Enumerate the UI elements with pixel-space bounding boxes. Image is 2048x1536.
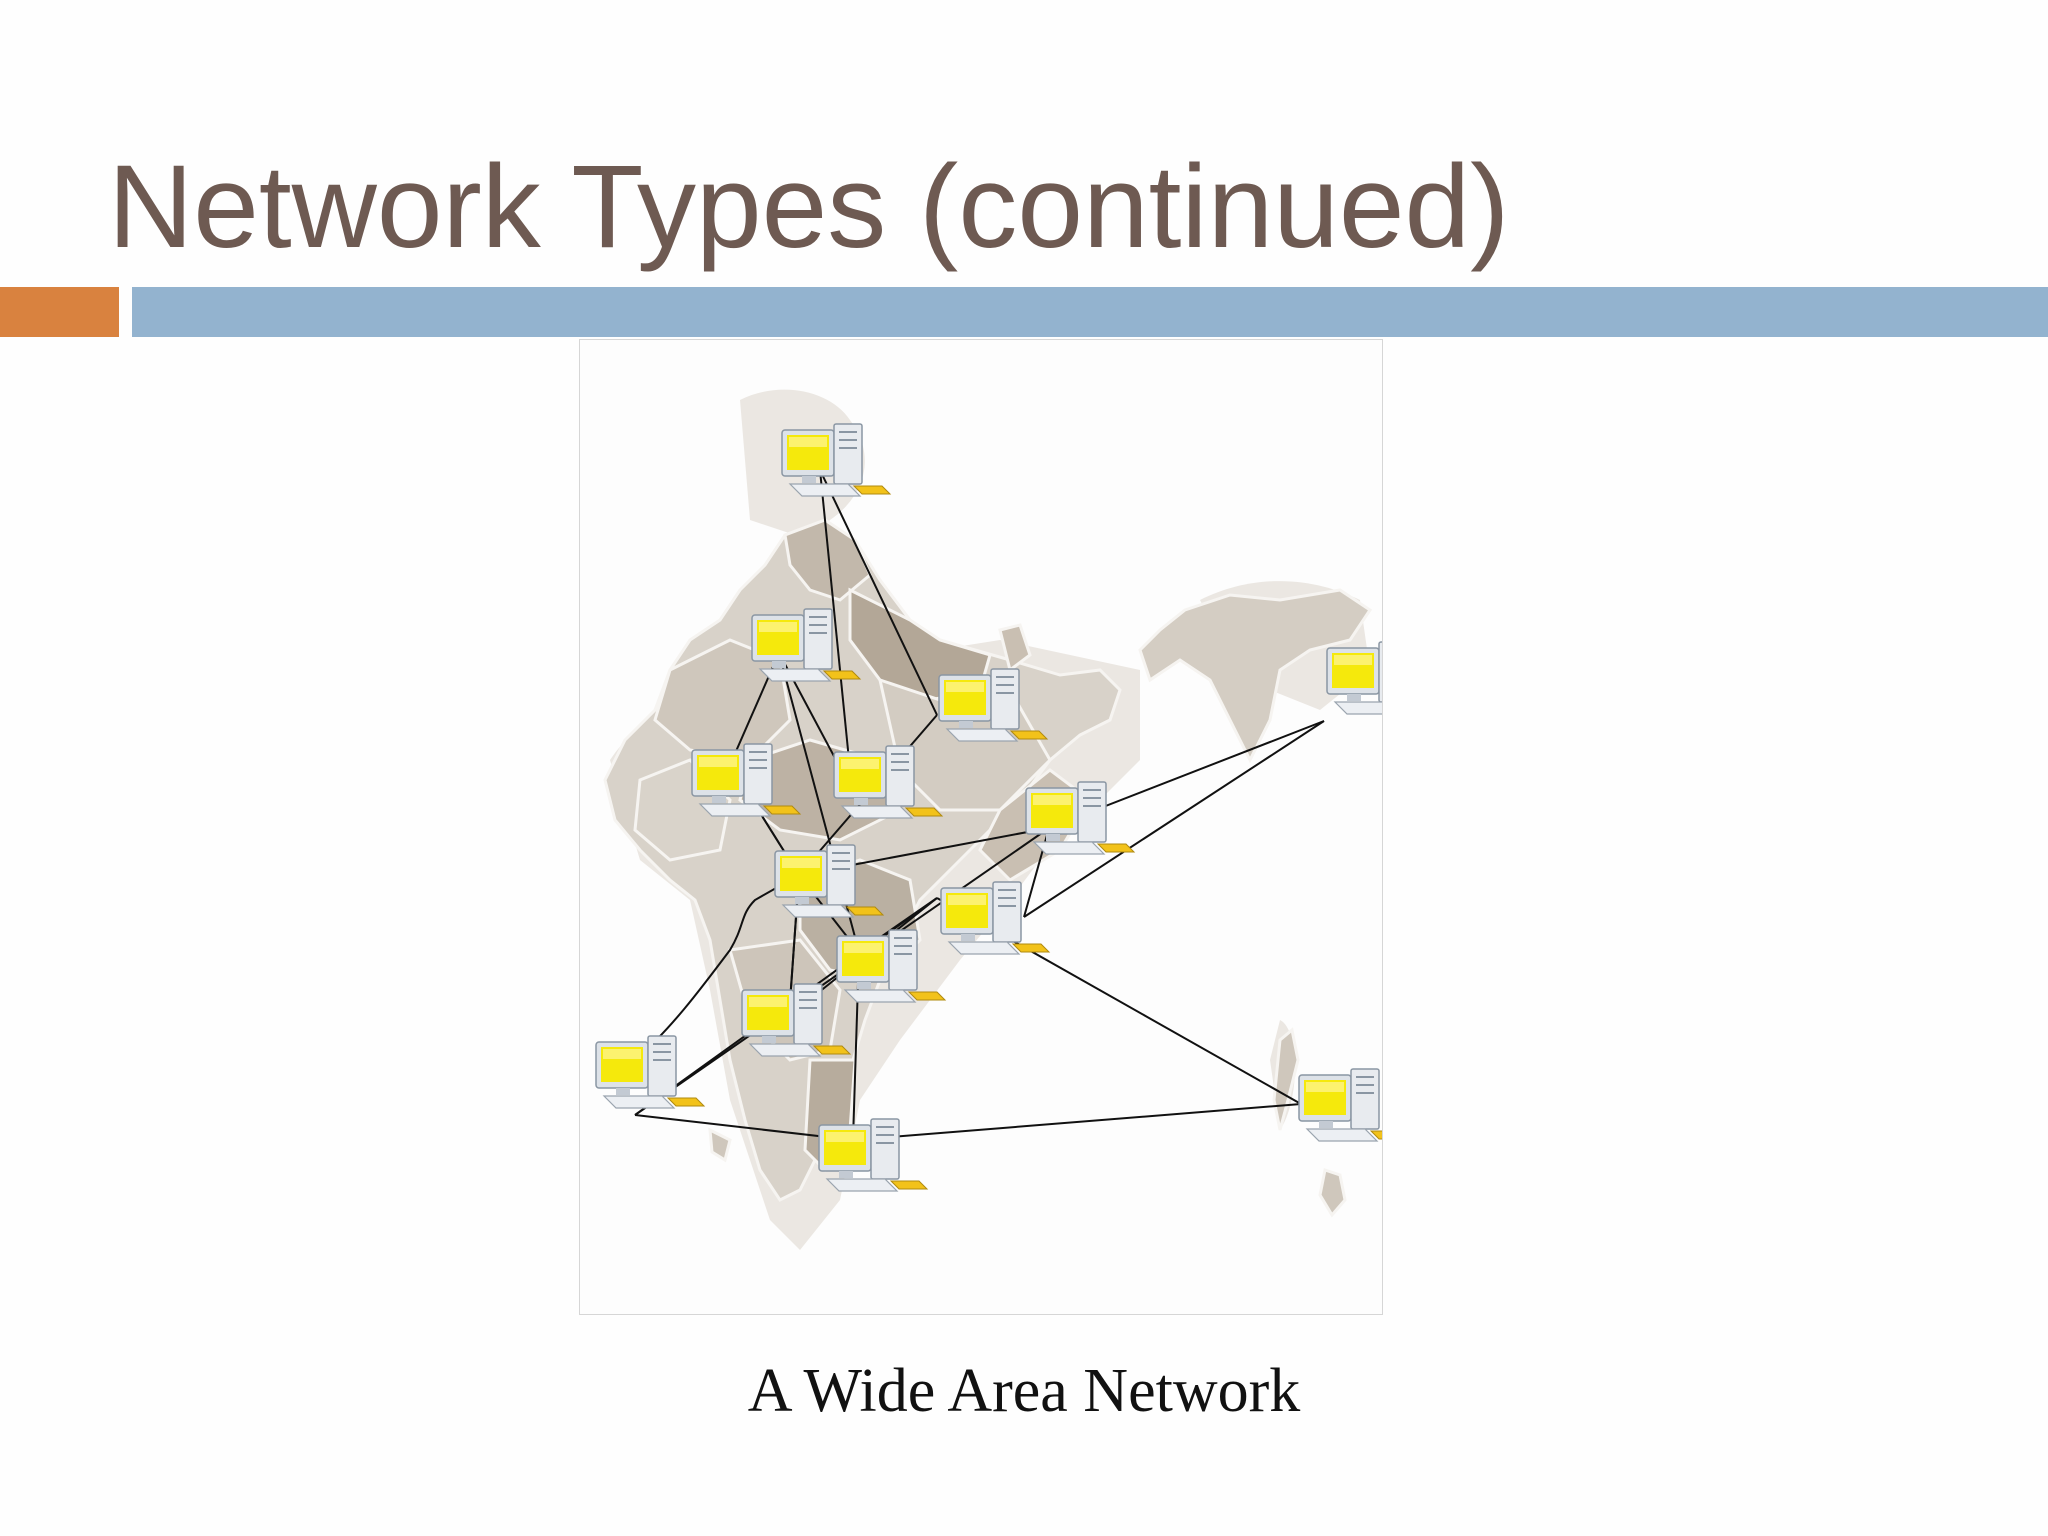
computer-node-14: [1298, 1068, 1382, 1142]
wan-figure: [579, 339, 1383, 1315]
computer-node-7: [1025, 781, 1135, 855]
computer-node-13: [818, 1118, 928, 1192]
slide-title: Network Types (continued): [108, 141, 1510, 273]
wan-diagram: [595, 389, 1382, 1250]
computer-node-9: [940, 881, 1050, 955]
figure-caption: A Wide Area Network: [747, 1357, 1301, 1425]
computer-node-1: [781, 423, 891, 497]
computer-node-12: [595, 1035, 705, 1109]
computer-node-6: [1326, 641, 1382, 715]
title-accent-bar-orange: [0, 287, 119, 337]
title-accent-bar-blue: [132, 287, 2048, 337]
